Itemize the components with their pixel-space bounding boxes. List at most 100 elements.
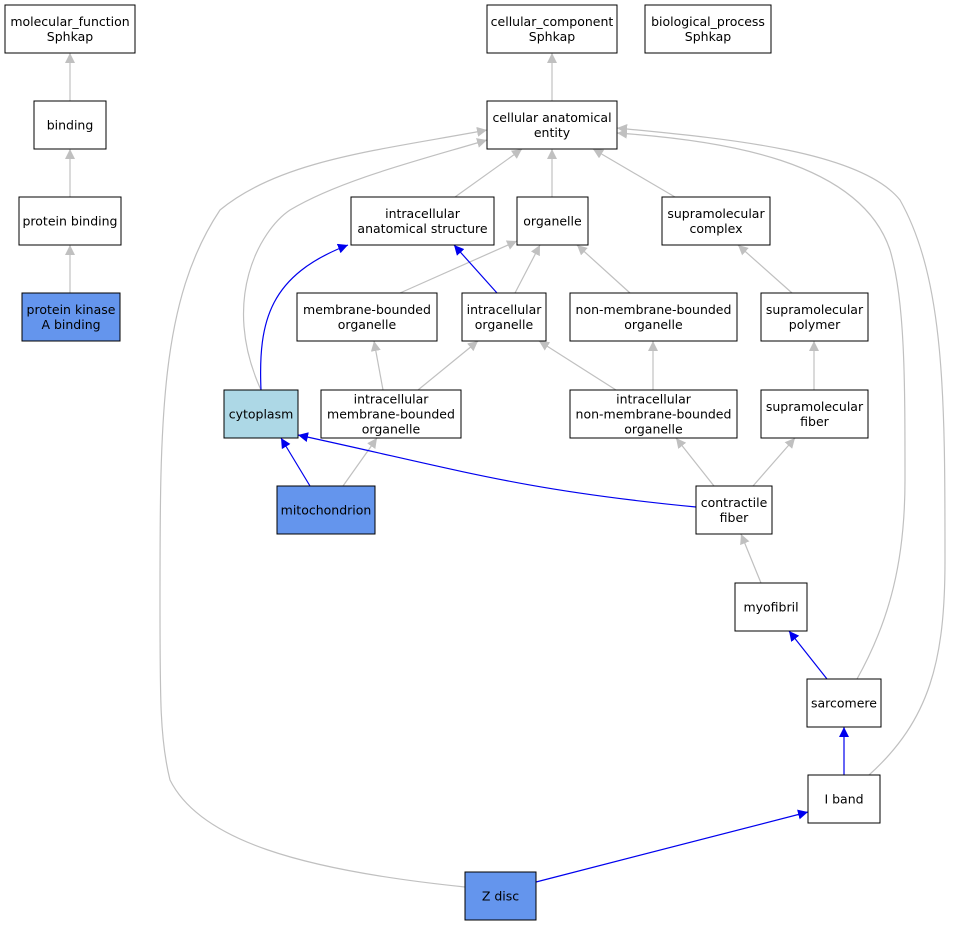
- node-cytoplasm[interactable]: cytoplasm: [223, 389, 299, 439]
- edge-iband-to-cae: [616, 123, 946, 776]
- edge-line: [538, 340, 617, 391]
- node-label-line: Sphkap: [47, 29, 93, 44]
- edge-line: [592, 148, 676, 198]
- node-box: [569, 389, 738, 439]
- node-mito[interactable]: mitochondrion: [276, 485, 376, 535]
- node-label-line: intracellular: [616, 392, 692, 407]
- node-label-line: protein kinase: [27, 302, 116, 317]
- node-box: [21, 292, 121, 342]
- node-box: [461, 292, 547, 342]
- node-box: [296, 292, 438, 342]
- node-inmbo[interactable]: intracellularnon-membrane-boundedorganel…: [569, 389, 738, 439]
- node-label-line: non-membrane-bounded: [576, 407, 732, 422]
- node-box: [695, 485, 773, 535]
- edge-cytoplasm-to-ias: [260, 243, 349, 391]
- node-box: [486, 100, 618, 150]
- node-iband[interactable]: I band: [807, 774, 881, 824]
- edge-line: [370, 340, 384, 391]
- node-label-line: polymer: [789, 317, 841, 332]
- node-label-line: membrane-bounded: [327, 407, 455, 422]
- edge-smp-to-smc: [737, 244, 793, 294]
- edge-mito-to-imbo: [342, 437, 378, 487]
- node-binding[interactable]: binding: [33, 100, 107, 150]
- node-label-line: Sphkap: [685, 29, 731, 44]
- node-organelle[interactable]: organelle: [516, 196, 589, 246]
- node-label-line: supramolecular: [667, 206, 765, 221]
- edge-line: [297, 432, 697, 508]
- node-label-line: organelle: [523, 214, 582, 229]
- node-box: [320, 389, 462, 439]
- edge-line: [260, 243, 349, 391]
- node-label-line: organelle: [475, 317, 534, 332]
- edge-line: [740, 533, 762, 584]
- edge-line: [417, 340, 479, 391]
- node-box: [486, 4, 618, 54]
- node-label-line: binding: [47, 118, 94, 133]
- node-label-line: membrane-bounded: [303, 302, 431, 317]
- edge-ias-to-cae: [454, 148, 523, 198]
- node-zdisc[interactable]: Z disc: [464, 871, 537, 921]
- edge-cytoplasm-to-cae: [243, 138, 488, 391]
- node-label-line: I band: [824, 792, 863, 807]
- edge-mbo-to-organelle: [399, 240, 518, 294]
- edge-imbo-to-io: [417, 340, 479, 391]
- edge-zdisc-to-iband: [535, 809, 809, 883]
- edge-line: [535, 809, 809, 883]
- node-label-line: fiber: [800, 414, 829, 429]
- node-box: [644, 4, 772, 54]
- edge-sarcomere-to-myofibril: [788, 630, 828, 680]
- edge-line: [514, 244, 541, 294]
- edge-line: [280, 437, 311, 487]
- node-label-line: intracellular: [385, 206, 461, 221]
- node-label-line: supramolecular: [766, 399, 864, 414]
- node-label-line: cytoplasm: [229, 407, 294, 422]
- edge-imbo-to-mbo: [370, 340, 384, 391]
- node-label-line: sarcomere: [811, 696, 877, 711]
- edge-line: [752, 437, 796, 487]
- edge-smc-to-cae: [592, 148, 676, 198]
- node-label-line: Sphkap: [529, 29, 575, 44]
- edge-inmbo-to-io: [538, 340, 617, 391]
- edge-line: [453, 244, 498, 294]
- node-label-line: biological_process: [651, 14, 765, 29]
- node-label-line: organelle: [338, 317, 397, 332]
- node-protein-binding[interactable]: protein binding: [18, 196, 122, 246]
- node-box: [807, 774, 881, 824]
- edge-sarcomere-to-cae: [616, 128, 906, 680]
- node-box: [223, 389, 299, 439]
- node-myofibril[interactable]: myofibril: [734, 582, 808, 632]
- node-label-line: Z disc: [482, 889, 519, 904]
- node-label-line: complex: [690, 221, 743, 236]
- edge-line: [243, 138, 488, 391]
- node-label-line: contractile: [701, 495, 768, 510]
- node-label-line: protein binding: [22, 214, 117, 229]
- edge-line: [399, 240, 518, 294]
- edge-io-to-ias: [453, 244, 498, 294]
- node-label-line: entity: [534, 125, 571, 140]
- edge-io-to-organelle: [514, 244, 541, 294]
- node-sarcomere[interactable]: sarcomere: [806, 678, 882, 728]
- node-box: [4, 4, 136, 54]
- node-label-line: cellular anatomical: [492, 110, 611, 125]
- node-label-line: cellular_component: [491, 14, 614, 29]
- edge-line: [737, 244, 793, 294]
- node-box: [350, 196, 495, 246]
- edges-layer: [65, 53, 946, 888]
- node-box: [276, 485, 376, 535]
